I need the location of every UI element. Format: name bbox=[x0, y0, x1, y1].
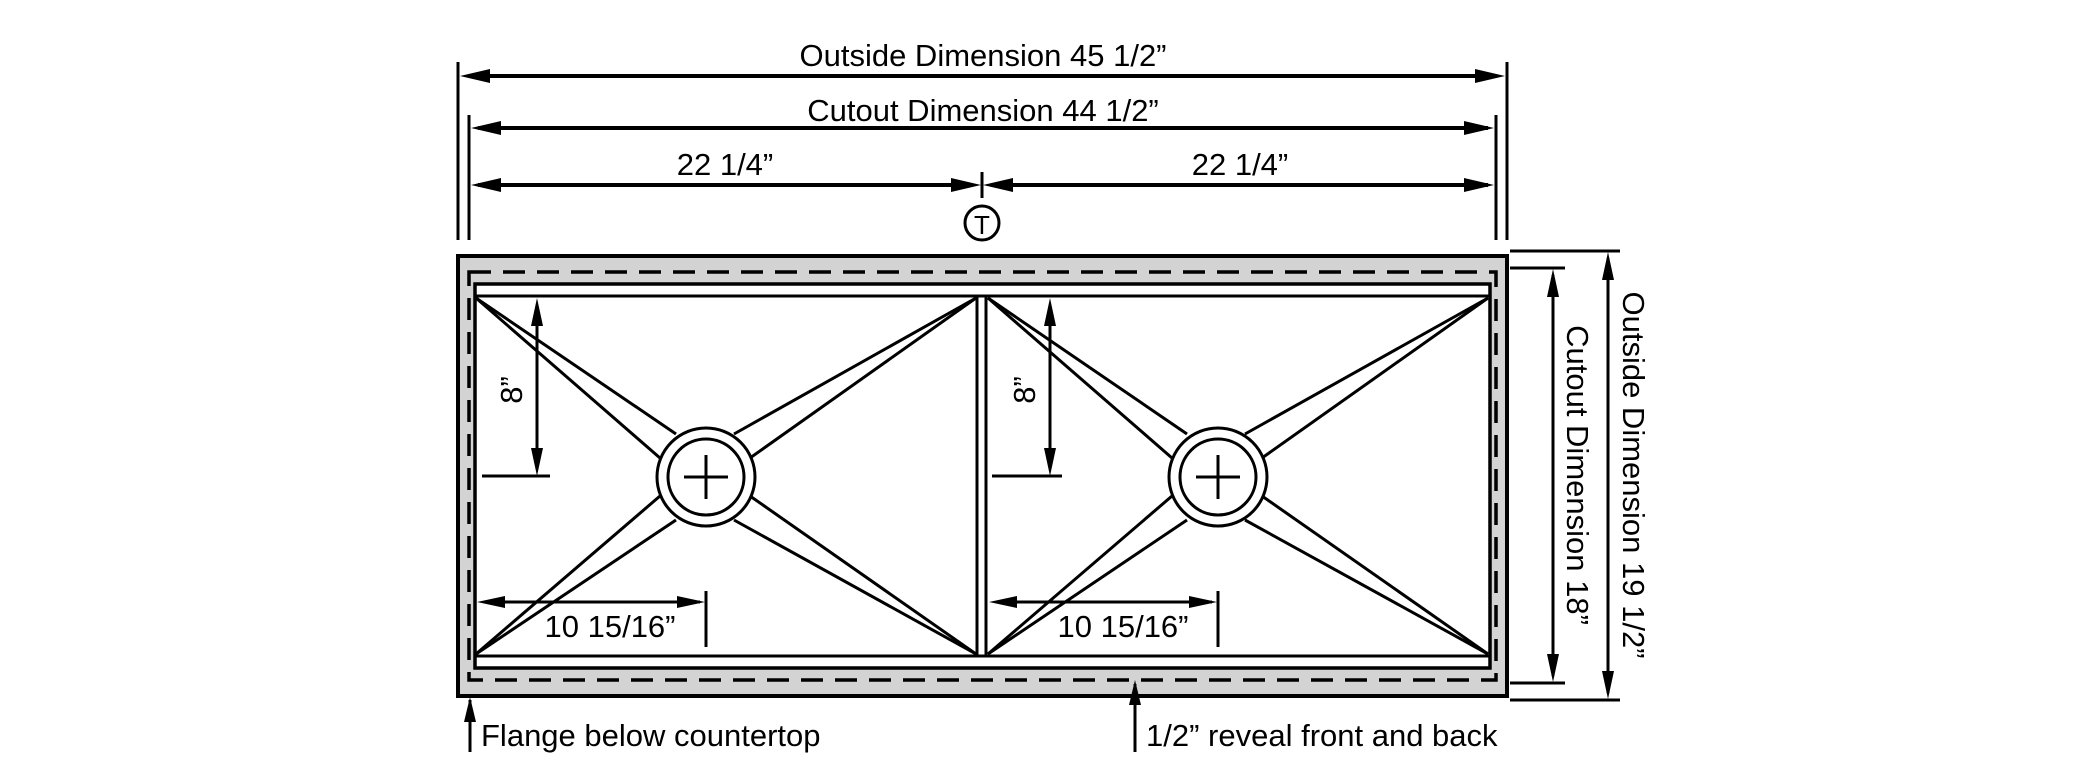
drain-crosshair-icon bbox=[655, 426, 757, 528]
drawing-line bbox=[475, 296, 677, 436]
left-drain-depth-label: 8” bbox=[494, 376, 529, 404]
cutout-width-label: Cutout Dimension 44 1/2” bbox=[807, 93, 1159, 128]
drawing-line bbox=[1244, 518, 1489, 656]
outside-width-label: Outside Dimension 45 1/2” bbox=[799, 38, 1166, 73]
left-half-label: 22 1/4” bbox=[677, 147, 774, 182]
reveal-note-label: 1/2” reveal front and back bbox=[1146, 718, 1498, 753]
circled-t-icon bbox=[963, 204, 1001, 242]
arrowhead-right bbox=[951, 178, 981, 192]
reveal-note: 1/2” reveal front and back bbox=[1129, 680, 1498, 753]
outside-depth-label: Outside Dimension 19 1/2” bbox=[1616, 291, 1651, 658]
right-half-label: 22 1/4” bbox=[1192, 147, 1289, 182]
right-drain-depth-label: 8” bbox=[1007, 376, 1042, 404]
arrowhead-up bbox=[1044, 298, 1056, 326]
left-bowl: 8” 10 15/16” bbox=[475, 296, 977, 656]
right-bowl-slope-lines bbox=[987, 296, 1489, 656]
arrowhead-down bbox=[1602, 671, 1614, 699]
arrowhead-left bbox=[460, 69, 490, 83]
flange-note-label: Flange below countertop bbox=[481, 718, 821, 753]
arrowhead-up bbox=[1602, 252, 1614, 280]
drawing-line bbox=[733, 296, 977, 436]
arrowhead-right bbox=[677, 596, 705, 608]
arrowhead-left bbox=[471, 178, 501, 192]
arrowhead-right bbox=[1189, 596, 1217, 608]
drawing-line bbox=[749, 494, 977, 656]
arrowhead-up bbox=[464, 697, 476, 722]
arrowhead-right bbox=[1464, 121, 1494, 135]
flange-note: Flange below countertop bbox=[464, 697, 821, 753]
arrowhead-left bbox=[989, 596, 1017, 608]
half-width-dimensions: 22 1/4” 22 1/4” bbox=[471, 147, 1494, 198]
drawing-line bbox=[475, 494, 661, 656]
drawing-line bbox=[987, 296, 1188, 436]
arrowhead-down bbox=[1044, 448, 1056, 476]
drawing-line bbox=[987, 518, 1188, 656]
drawing-line bbox=[1261, 296, 1489, 460]
drawing-line bbox=[1244, 296, 1489, 436]
center-mark: T bbox=[963, 204, 1001, 242]
right-bowl: 8” 10 15/16” bbox=[987, 296, 1489, 656]
cutout-depth-dimension: Cutout Dimension 18” bbox=[1510, 266, 1595, 685]
arrowhead-left bbox=[477, 596, 505, 608]
arrowhead-up bbox=[1547, 269, 1559, 297]
drawing-line bbox=[1261, 494, 1489, 656]
right-drain-depth-dimension: 8” bbox=[992, 298, 1062, 478]
cutout-width-dimension: Cutout Dimension 44 1/2” bbox=[467, 93, 1498, 240]
arrowhead-down bbox=[531, 448, 543, 476]
center-mark-label: T bbox=[974, 210, 990, 240]
left-drain-depth-dimension: 8” bbox=[482, 298, 550, 478]
arrowhead-right bbox=[1464, 178, 1494, 192]
drain-crosshair-icon bbox=[1167, 426, 1269, 528]
right-drain-side-label: 10 15/16” bbox=[1058, 609, 1189, 644]
sink-body bbox=[456, 254, 1509, 698]
right-drain-side-dimension: 10 15/16” bbox=[989, 591, 1220, 647]
inner-rim bbox=[473, 282, 1492, 670]
left-drain-side-dimension: 10 15/16” bbox=[477, 591, 708, 647]
arrowhead-up bbox=[1129, 680, 1141, 705]
drawing-line bbox=[733, 518, 977, 656]
left-drain-side-label: 10 15/16” bbox=[545, 609, 676, 644]
drawing-line bbox=[749, 296, 977, 460]
outside-width-dimension: Outside Dimension 45 1/2” bbox=[456, 38, 1509, 240]
arrowhead-left bbox=[471, 121, 501, 135]
left-bowl-slope-lines bbox=[475, 296, 977, 656]
arrowhead-right bbox=[1475, 69, 1505, 83]
arrowhead-up bbox=[531, 298, 543, 326]
drawing-line bbox=[987, 296, 1173, 460]
cutout-dashed-line bbox=[467, 270, 1498, 682]
arrowhead-down bbox=[1547, 654, 1559, 682]
outside-depth-dimension: Outside Dimension 19 1/2” bbox=[1510, 249, 1651, 702]
drawing-line bbox=[475, 296, 661, 460]
drawing-line bbox=[475, 518, 677, 656]
arrowhead-left bbox=[983, 178, 1013, 192]
cutout-depth-label: Cutout Dimension 18” bbox=[1560, 325, 1595, 625]
drawing-line bbox=[987, 494, 1173, 656]
